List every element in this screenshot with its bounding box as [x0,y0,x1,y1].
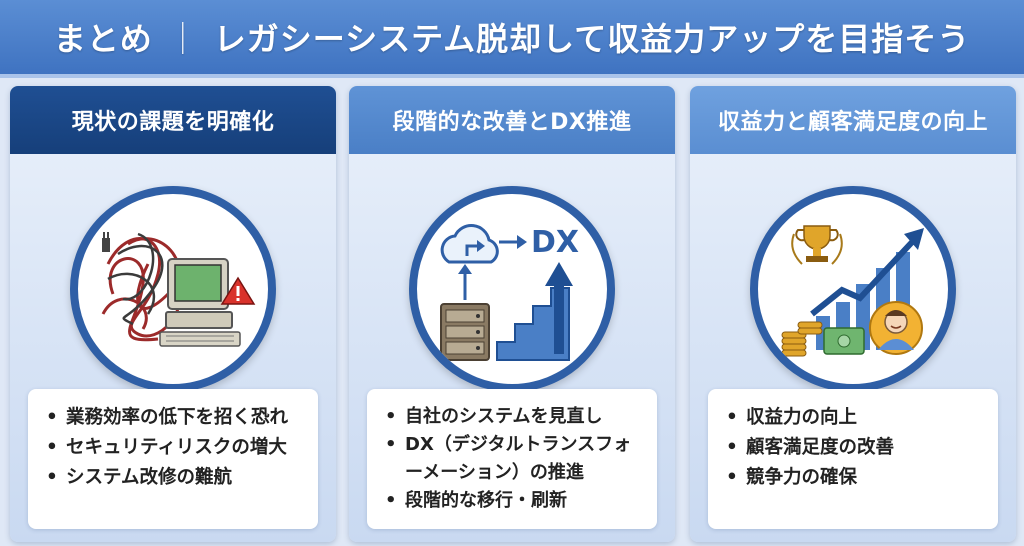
bullet-card: 業務効率の低下を招く恐れ セキュリティリスクの増大 システム改修の難航 [28,389,318,529]
panel-heading: 段階的な改善とDX推進 [349,86,675,154]
bullet-item: 段階的な移行・刷新 [385,487,643,515]
bullet-item: 収益力の向上 [726,403,984,433]
bullet-list: 業務効率の低下を招く恐れ セキュリティリスクの増大 システム改修の難航 [46,403,304,493]
title-left: まとめ [53,20,153,58]
bullet-list: 自社のシステムを見直し DX（デジタルトランスフォーメーション）の推進 段階的な… [385,403,643,515]
illustration-dx: DX [409,186,615,392]
bullet-list: 収益力の向上 顧客満足度の改善 競争力の確保 [726,403,984,493]
bullet-item: 競争力の確保 [726,463,984,493]
bullet-item: DX（デジタルトランスフォーメーション）の推進 [385,431,643,487]
bullet-item: 自社のシステムを見直し [385,403,643,431]
bullet-item: システム改修の難航 [46,463,304,493]
panel-current-issues: 現状の課題を明確化 [10,86,336,542]
bullet-item: 顧客満足度の改善 [726,433,984,463]
panel-heading: 収益力と顧客満足度の向上 [690,86,1016,154]
panel-revenue-satisfaction: 収益力と顧客満足度の向上 [690,86,1016,542]
growth-chart-icon [781,225,924,357]
bullet-card: 収益力の向上 顧客満足度の改善 競争力の確保 [708,389,998,529]
dx-label: DX [531,225,579,260]
bullet-item: セキュリティリスクの増大 [46,433,304,463]
title-banner: まとめ ｜ レガシーシステム脱却して収益力アップを目指そう [0,0,1024,78]
panel-heading: 現状の課題を明確化 [10,86,336,154]
illustration-legacy-system [70,186,276,392]
panel-dx-improvement: 段階的な改善とDX推進 DX [349,86,675,542]
bullet-item: 業務効率の低下を招く恐れ [46,403,304,433]
bullet-card: 自社のシステムを見直し DX（デジタルトランスフォーメーション）の推進 段階的な… [367,389,657,529]
title-right: レガシーシステム脱却して収益力アップを目指そう [213,20,971,58]
dx-stairs-icon: DX [440,224,579,361]
illustration-growth [750,186,956,392]
title-separator: ｜ [166,20,200,58]
legacy-computer-icon [101,232,256,347]
sparkle-icon [952,478,994,520]
